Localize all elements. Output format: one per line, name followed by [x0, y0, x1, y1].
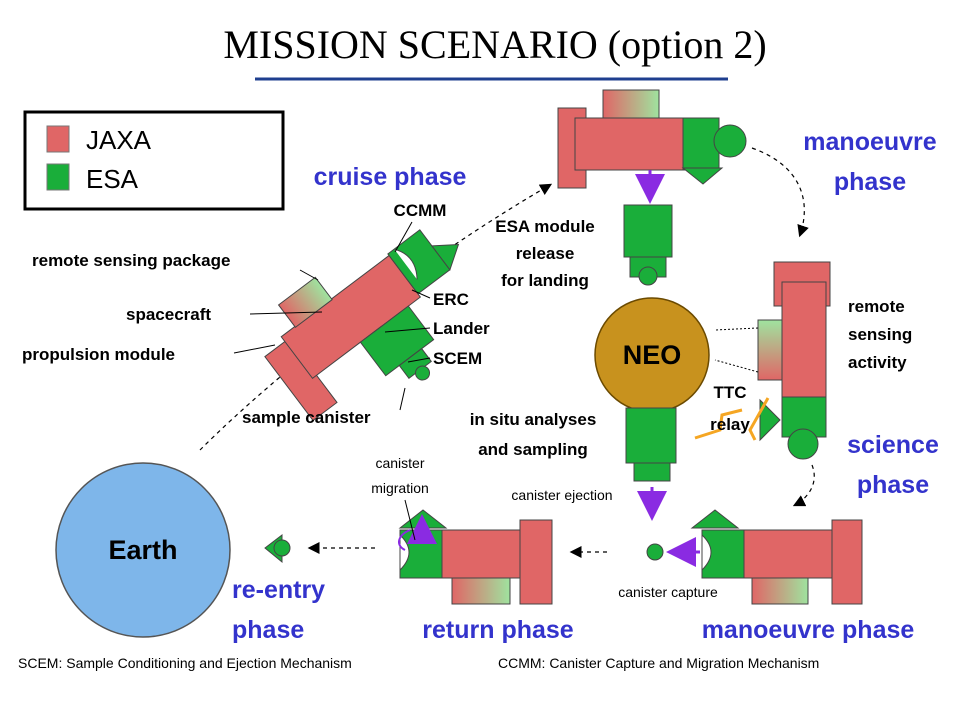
annotation-canister-ejection: canister ejection [511, 487, 612, 503]
annotation-remote-sensing-3: activity [848, 353, 907, 372]
component-label-erc: ERC [433, 290, 469, 309]
released-lander [623, 204, 673, 258]
cruise-sample-canister [415, 365, 431, 381]
landed-esa-module [625, 407, 677, 482]
leader-lander [384, 327, 431, 333]
phase-label-reentry-2: phase [232, 616, 304, 644]
page-title: MISSION SCENARIO (option 2) [223, 22, 766, 67]
ttc-relay-link-left [694, 408, 743, 440]
captured-canister [646, 543, 664, 561]
earth-body [55, 462, 231, 638]
component-label-sample-canister: sample canister [242, 408, 371, 427]
leader-remote-sensing [299, 269, 319, 281]
annotation-esa-module-1: ESA module [495, 217, 595, 236]
mb-propulsion [831, 519, 863, 605]
leader-migration [404, 499, 416, 541]
rs-erc [759, 398, 781, 442]
mb-capture-mouth [701, 533, 712, 572]
component-label-scem: SCEM [433, 349, 482, 368]
rs-spacecraft-body [781, 281, 827, 398]
released-canister [638, 266, 658, 286]
annotation-canister-capture: canister capture [618, 584, 718, 600]
annotation-canister-migration-1: canister [375, 455, 424, 471]
cruise-spacecraft [264, 229, 460, 422]
phase-label-reentry-1: re-entry [232, 576, 325, 604]
manoeuvre-bottom-spacecraft [690, 509, 863, 605]
leader-spacecraft [249, 311, 323, 315]
ret-remote-sensing [451, 577, 511, 605]
top-remote-sensing [602, 89, 660, 119]
rs-remote-sensing-package [757, 319, 783, 381]
released-esa-module [623, 204, 673, 286]
leader-scem [407, 357, 431, 363]
rs-canister [787, 428, 819, 460]
phase-label-manoeuvre-bottom: manoeuvre phase [702, 616, 915, 644]
ret-mouth [399, 533, 410, 572]
landed-lander [625, 407, 677, 464]
arrow-to-remote-sensing [751, 147, 809, 238]
footnote-ccmm: CCMM: Canister Capture and Migration Mec… [498, 655, 819, 671]
leader-sample-canister [399, 387, 406, 411]
component-label-spacecraft: spacecraft [126, 305, 211, 324]
top-canister [713, 124, 747, 158]
annotation-remote-sensing-2: sensing [848, 325, 912, 344]
top-erc [681, 167, 724, 185]
top-spacecraft-body [574, 117, 684, 171]
arrow-to-manoeuvre-bottom [792, 464, 815, 507]
phase-label-return: return phase [422, 616, 574, 644]
legend-label-esa: ESA [86, 164, 139, 194]
annotation-in-situ-2: and sampling [478, 440, 588, 459]
cruise-trajectory-arrow [199, 183, 553, 451]
landed-scem [633, 462, 671, 482]
annotation-esa-module-3: for landing [501, 271, 589, 290]
legend-label-jaxa: JAXA [86, 125, 152, 155]
annotation-canister-migration-2: migration [371, 480, 429, 496]
rs-beam-top [714, 327, 759, 331]
earth-label: Earth [108, 535, 177, 565]
phase-label-cruise: cruise phase [314, 163, 467, 191]
reentry-canister [273, 539, 291, 557]
legend: JAXA ESA [23, 110, 285, 211]
phase-label-manoeuvre-top-2: phase [834, 168, 906, 196]
legend-swatch-jaxa [46, 125, 70, 153]
leader-ccmm [394, 221, 413, 253]
ttc-relay-link-right [748, 397, 770, 441]
mb-spacecraft-body [743, 529, 845, 579]
footnote-scem: SCEM: Sample Conditioning and Ejection M… [18, 655, 352, 671]
mb-remote-sensing [751, 577, 809, 605]
remote-sensing-spacecraft [757, 261, 831, 460]
mb-erc [690, 509, 740, 529]
leader-propulsion [233, 344, 276, 354]
annotation-in-situ-1: in situ analyses [470, 410, 597, 429]
leader-erc [411, 289, 431, 299]
neo-label: NEO [623, 340, 682, 370]
annotation-remote-sensing-1: remote [848, 297, 905, 316]
annotation-esa-module-2: release [516, 244, 575, 263]
annotation-ttc-1: TTC [713, 383, 746, 402]
phase-label-manoeuvre-top-1: manoeuvre [803, 128, 936, 156]
cruise-remote-sensing-package [277, 276, 333, 329]
phase-label-science-1: science [847, 431, 939, 459]
component-label-ccmm: CCMM [394, 201, 447, 220]
rs-beam-bottom [714, 359, 759, 373]
reentry-capsule [264, 533, 291, 564]
top-lander [682, 117, 720, 171]
legend-swatch-esa [46, 163, 70, 191]
phase-label-science-2: phase [857, 471, 929, 499]
component-label-remote-sensing-package: remote sensing package [32, 251, 230, 270]
cruise-erc [430, 244, 460, 271]
component-label-propulsion-module: propulsion module [22, 345, 175, 364]
annotation-ttc-2: relay [710, 415, 750, 434]
component-label-lander: Lander [433, 319, 490, 338]
ret-propulsion [519, 519, 553, 605]
manoeuvre-top-spacecraft [557, 89, 747, 189]
